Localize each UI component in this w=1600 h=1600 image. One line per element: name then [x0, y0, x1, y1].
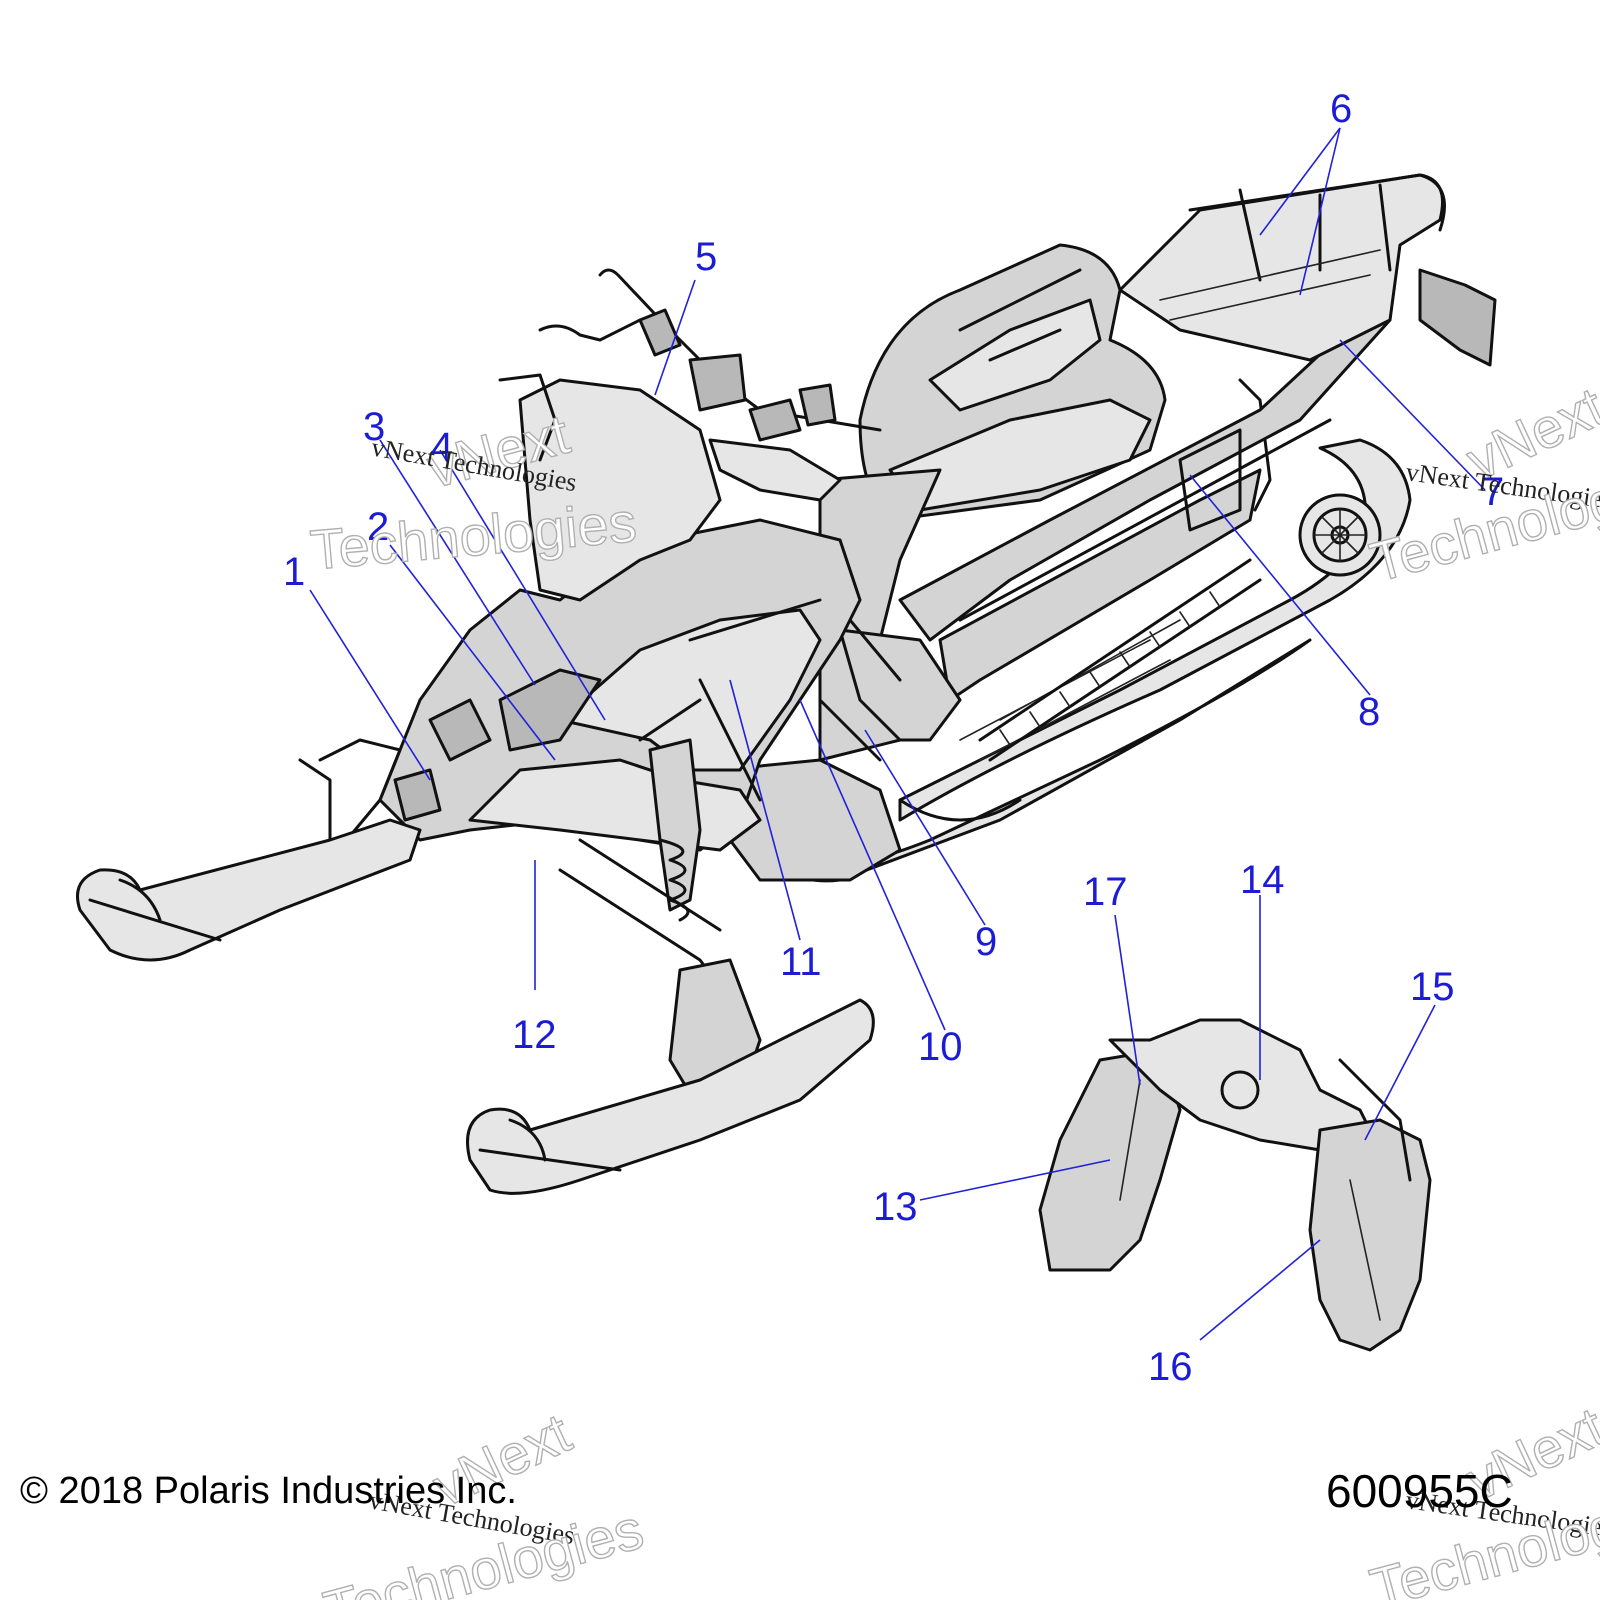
callout-6: 6	[1330, 87, 1352, 131]
rear-bumper	[1118, 173, 1497, 367]
callout-11: 11	[780, 940, 822, 984]
side-panel	[718, 468, 962, 882]
callout-9: 9	[975, 920, 997, 964]
callout-5: 5	[695, 235, 717, 279]
callout-16: 16	[1148, 1345, 1193, 1389]
callout-17: 17	[1083, 870, 1128, 914]
copyright-text: © 2018 Polaris Industries Inc.	[20, 1470, 517, 1512]
callout-13: 13	[873, 1185, 918, 1229]
callout-3: 3	[363, 405, 385, 449]
drawing-number: 600955C	[1326, 1465, 1513, 1517]
seat	[858, 243, 1167, 522]
handlebars	[598, 268, 882, 502]
rear-wheel	[1298, 493, 1382, 577]
callout-4: 4	[431, 425, 453, 469]
callout-14: 14	[1240, 858, 1285, 902]
callout-2: 2	[367, 505, 389, 549]
callout-12: 12	[512, 1013, 557, 1057]
callout-labels: 1 2 3 4 5 6 7 8 9 10 11 12 13 14 15 16 1…	[283, 87, 1504, 1389]
leader-lines	[309, 127, 1486, 1341]
callout-1: 1	[283, 550, 305, 594]
callout-15: 15	[1410, 965, 1455, 1009]
windshield	[498, 318, 722, 602]
callout-7: 7	[1482, 470, 1504, 514]
callout-10: 10	[918, 1025, 963, 1069]
callout-8: 8	[1358, 690, 1380, 734]
right-ski	[466, 998, 875, 1195]
left-ski	[76, 818, 422, 962]
detached-panels	[1038, 1018, 1432, 1352]
